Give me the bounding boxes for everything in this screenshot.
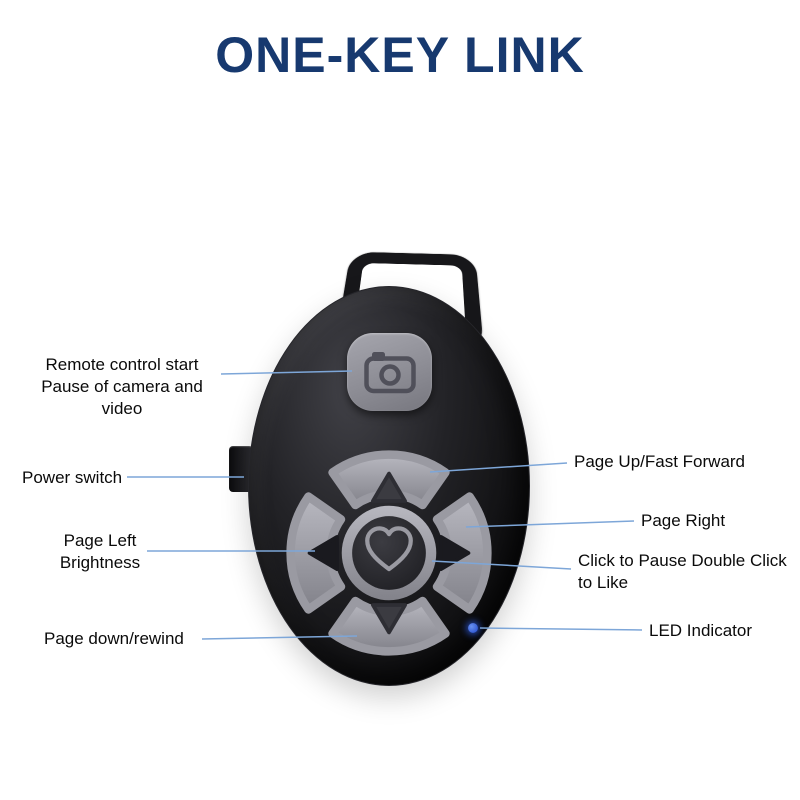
label-page-right: Page Right <box>641 511 726 530</box>
arrow-up-icon <box>371 471 407 503</box>
center-button-face <box>352 516 426 590</box>
label-page-up: Page Up/Fast Forward <box>574 452 746 471</box>
label-center-click: Click to Pause Double Click to Like <box>578 551 787 593</box>
page-title: ONE-KEY LINK <box>215 27 585 83</box>
label-led-indicator: LED Indicator <box>649 621 752 640</box>
led-indicator-dot <box>468 623 478 633</box>
label-power-switch: Power switch <box>22 468 123 487</box>
label-camera-button: Remote control start Pause of camera and… <box>41 355 203 419</box>
dpad <box>286 450 492 656</box>
camera-button <box>347 333 432 411</box>
heart-icon <box>365 526 413 572</box>
arrow-left-icon <box>307 535 339 571</box>
arrow-down-icon <box>371 603 407 635</box>
camera-icon <box>363 352 416 394</box>
label-page-down: Page down/rewind <box>44 629 184 648</box>
label-page-left: Page Left Brightness <box>59 531 141 573</box>
callout-line-led <box>479 627 643 631</box>
